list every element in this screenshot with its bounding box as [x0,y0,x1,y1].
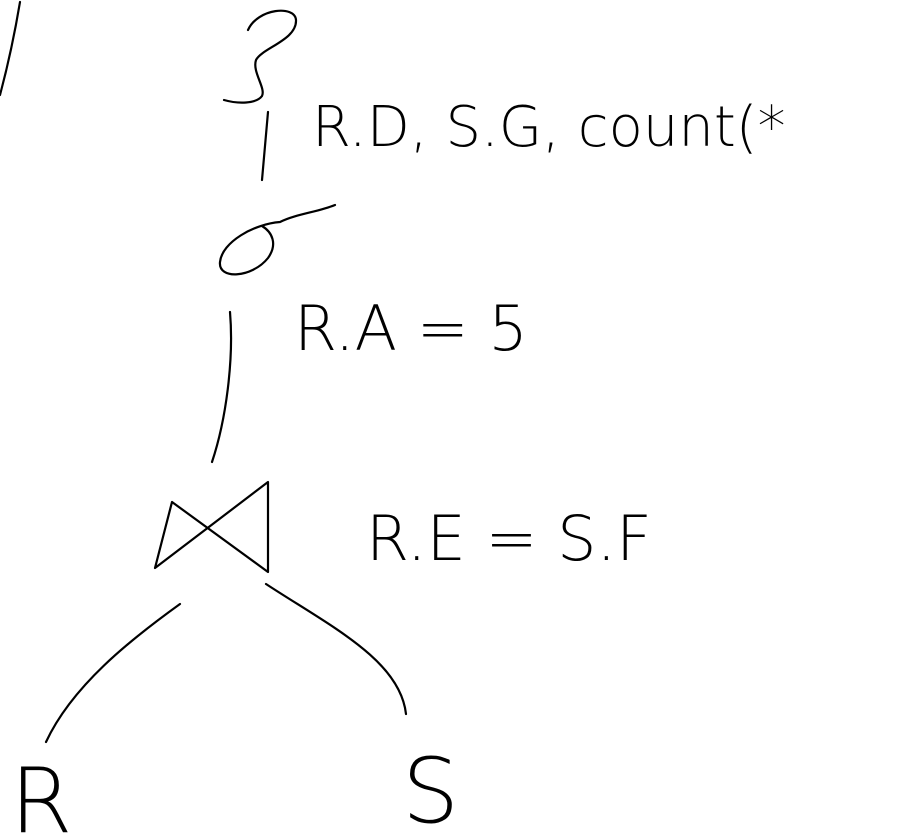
selection-condition: R.A = 5 [294,292,528,365]
bowtie-join-icon [153,480,270,574]
edge-join-to-right [264,582,408,716]
gamma-operator-icon [222,9,298,104]
edge-group-by-to-selection [260,110,270,182]
group-by-node: R.D, S.G, count(* [222,9,786,160]
selection-node: R.A = 5 [218,203,528,365]
margin-stroke [0,0,22,97]
edge-join-to-left [44,602,182,744]
relation-s-label: S [402,739,459,839]
group-by-condition: R.D, S.G, count(* [312,95,786,160]
edge-selection-to-join [210,310,233,464]
sigma-operator-icon [218,203,337,276]
join-node: R.E = S.F [153,480,652,575]
join-condition: R.E = S.F [366,502,652,575]
relation-r-label: R [10,749,73,839]
